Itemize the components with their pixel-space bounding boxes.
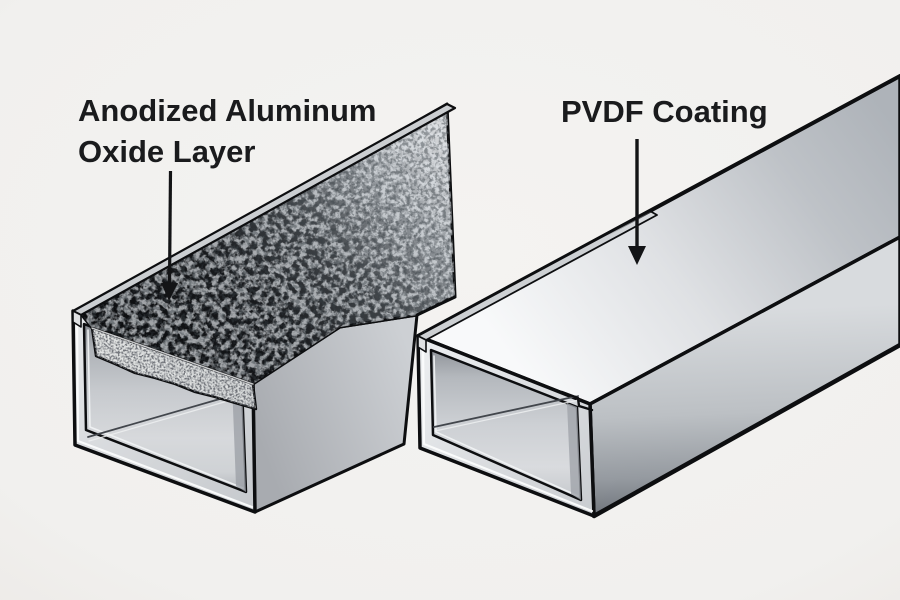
- anodized-pointer: [161, 170, 178, 301]
- pvdf-pointer: [628, 139, 646, 265]
- label-pvdf-coating: PVDF Coating: [561, 94, 768, 129]
- right-interior-seam: [433, 395, 579, 428]
- label-anodized-aluminum-oxide-layer: Anodized Aluminum Oxide Layer: [78, 93, 377, 169]
- anodized-arrowhead: [161, 283, 178, 301]
- oxide-layer-cross-section-band: [90, 326, 258, 411]
- right-tube-pvdf: [416, 74, 900, 519]
- right-tube-wall-hook: [560, 390, 594, 412]
- right-tube-lip-notch: [417, 335, 427, 353]
- left-tube-lip-notch: [72, 310, 82, 328]
- left-interior-seam: [87, 391, 245, 438]
- anodized-layer-surface: [79, 102, 457, 386]
- pvdf-arrowhead: [628, 246, 646, 265]
